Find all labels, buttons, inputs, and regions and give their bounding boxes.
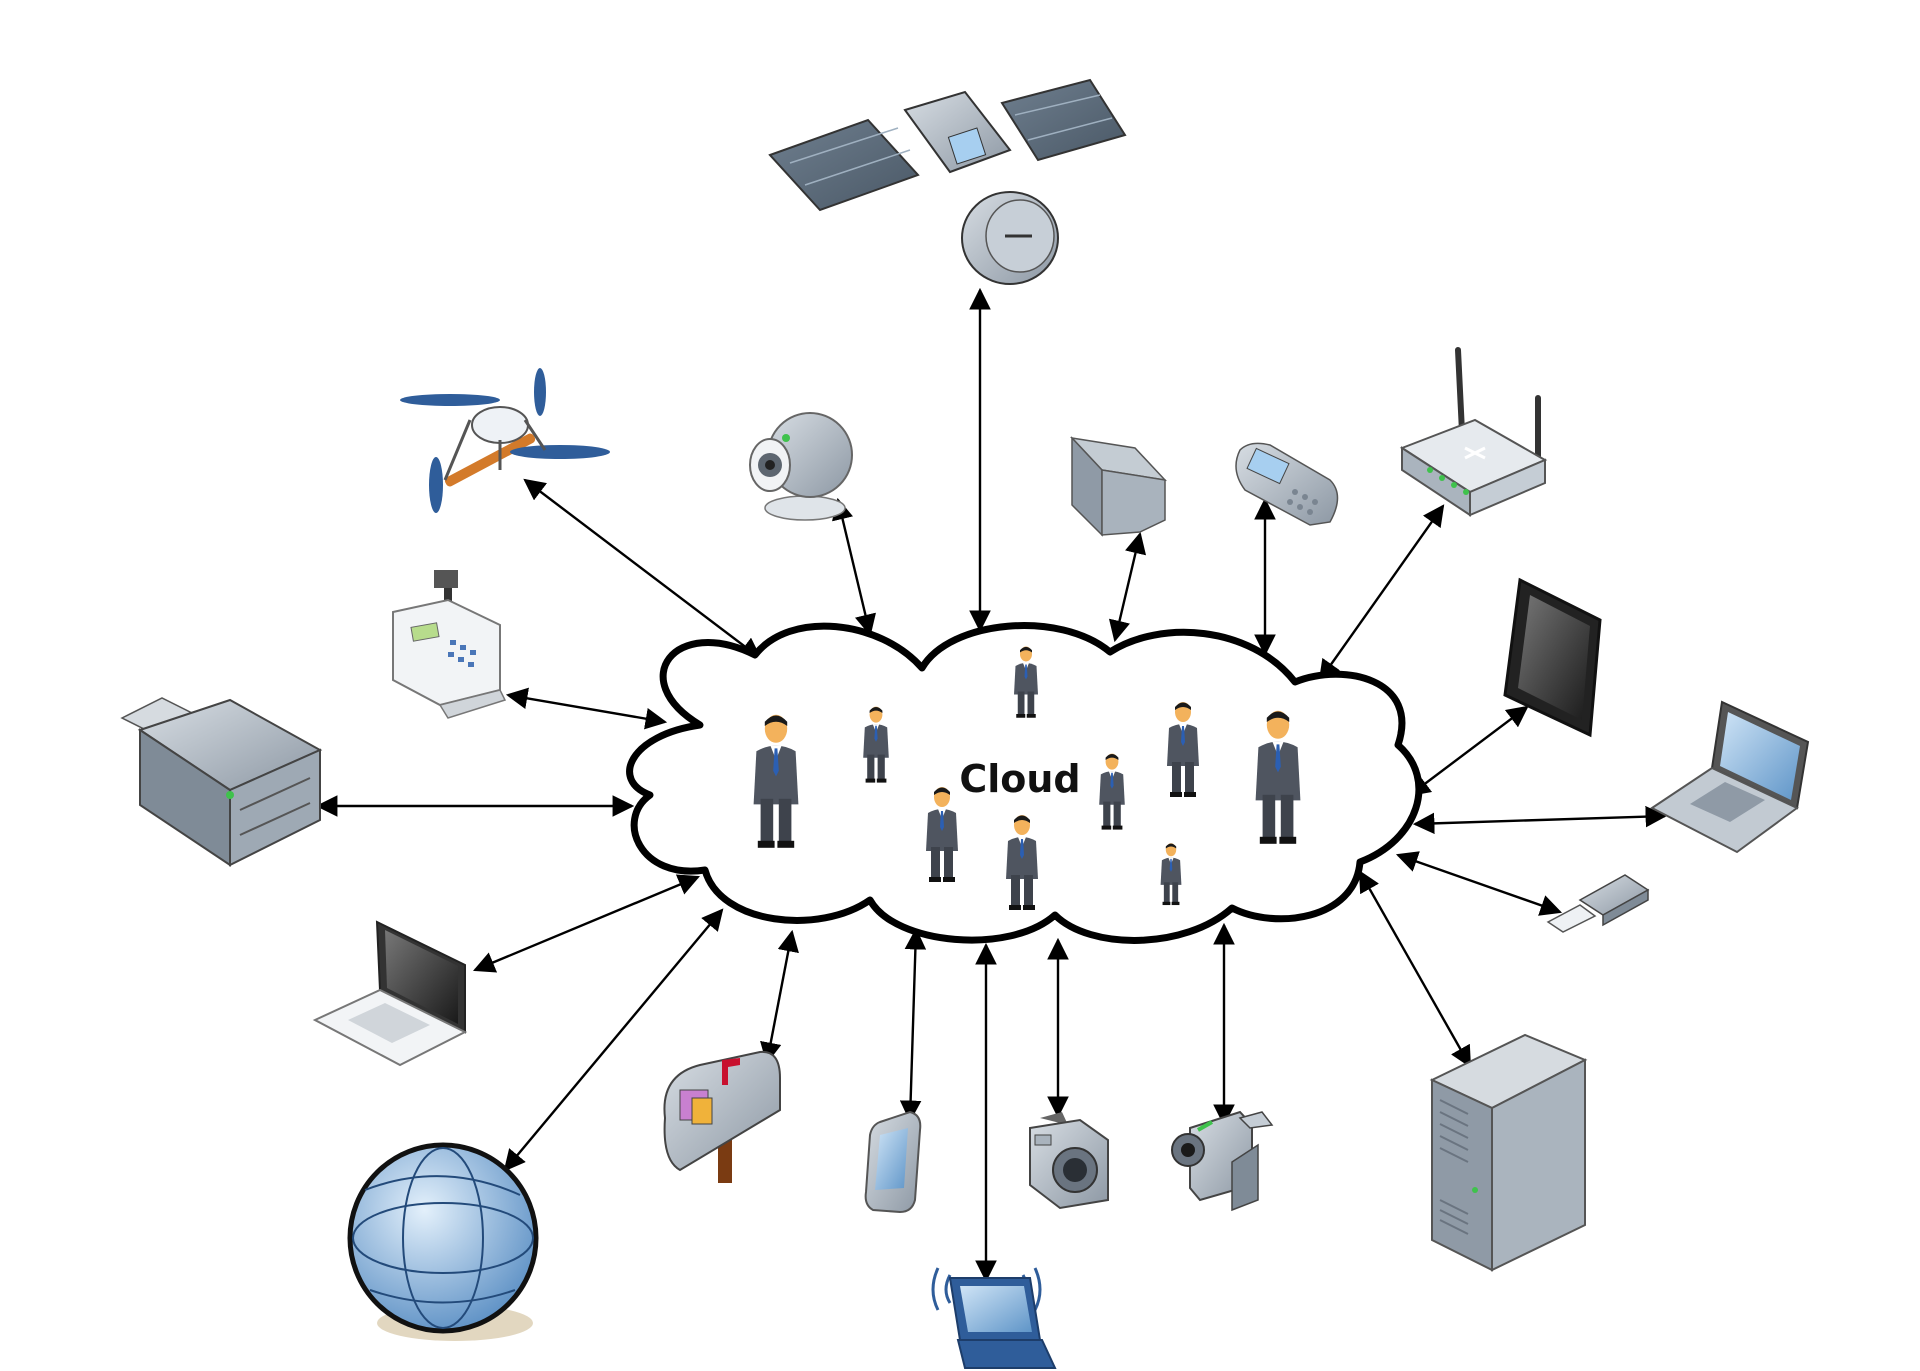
link-laptop-right bbox=[1412, 805, 1668, 835]
mobile-phone-icon bbox=[1235, 442, 1339, 526]
drone-icon bbox=[400, 368, 610, 513]
link-server bbox=[1358, 870, 1472, 1068]
link-storage bbox=[1108, 531, 1147, 643]
tablet-icon bbox=[1503, 577, 1602, 738]
link-globe bbox=[503, 908, 724, 1172]
wireless-laptop-icon bbox=[931, 1267, 1057, 1369]
connections bbox=[315, 287, 1668, 1283]
link-usb bbox=[1395, 851, 1563, 916]
video-camera-icon bbox=[1171, 1110, 1274, 1212]
printer-icon bbox=[120, 697, 323, 867]
link-cash-register bbox=[505, 687, 668, 730]
link-router bbox=[1318, 504, 1445, 682]
server-tower-icon bbox=[1429, 1033, 1588, 1272]
link-drone bbox=[523, 478, 762, 660]
cloud: Cloud bbox=[626, 622, 1423, 944]
wireless-router-icon bbox=[1399, 347, 1548, 517]
globe-icon bbox=[347, 1142, 539, 1341]
mailbox-icon bbox=[663, 1050, 781, 1183]
cloud-shape bbox=[626, 622, 1423, 944]
laptop-icon bbox=[1650, 700, 1810, 854]
storage-device-icon bbox=[1069, 436, 1168, 537]
cash-register-icon bbox=[392, 570, 507, 719]
digital-camera-icon bbox=[1029, 1112, 1109, 1210]
link-mailbox bbox=[760, 929, 799, 1065]
satellite-icon bbox=[768, 78, 1127, 285]
usb-drive-icon bbox=[1546, 874, 1650, 933]
link-laptop-left bbox=[473, 874, 700, 973]
laptop-icon bbox=[312, 920, 468, 1067]
link-smartphone bbox=[899, 927, 927, 1123]
link-tablet bbox=[1408, 705, 1529, 797]
smartphone-icon bbox=[864, 1110, 922, 1214]
webcam-icon bbox=[749, 412, 853, 521]
link-webcam bbox=[832, 497, 876, 637]
cloud-label: Cloud bbox=[959, 757, 1080, 801]
